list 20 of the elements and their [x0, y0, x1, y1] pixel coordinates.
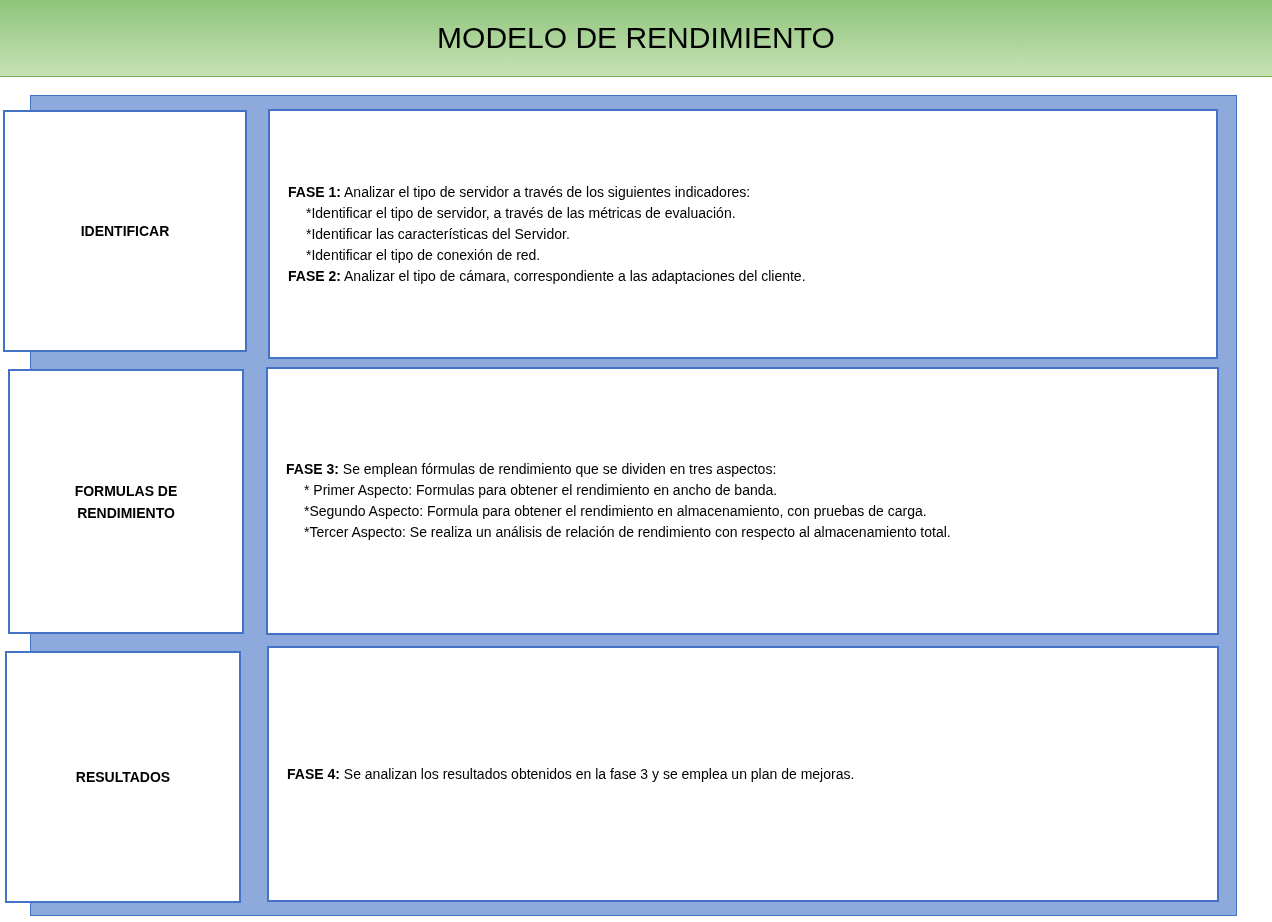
- bullet-text: *Identificar el tipo de conexión de red.: [305, 245, 542, 265]
- bullet-text: *Identificar el tipo de servidor, a través de las métricas de evaluación.: [305, 203, 737, 223]
- stage-label: IDENTIFICAR: [80, 222, 170, 241]
- description-box: [267, 646, 1219, 902]
- phase-text: FASE 4: Se analizan los resultados obtenidos en la fase 3 y se emplea un plan de mejoras.: [286, 764, 856, 784]
- bullet-text: *Segundo Aspecto: Formula para obtener el rendimiento en almacenamiento, con pruebas de carga.: [303, 502, 928, 521]
- bullet-text: *Tercer Aspecto: Se realiza un análisis de relación de rendimiento con respecto al almacenamiento total.: [303, 523, 952, 542]
- bullet-text: *Identificar las características del Servidor.: [305, 224, 571, 244]
- stage-label: FORMULAS DE RENDIMIENTO: [73, 481, 179, 523]
- phase-text: FASE 2: Analizar el tipo de cámara, correspondiente a las adaptaciones del cliente.: [287, 266, 807, 286]
- description-box: [268, 109, 1218, 359]
- stage-label: RESULTADOS: [75, 768, 171, 787]
- stage-box: [3, 110, 247, 352]
- phase-text: FASE 3: Se emplean fórmulas de rendimiento que se dividen en tres aspectos:: [285, 460, 778, 479]
- phase-text: FASE 1: Analizar el tipo de servidor a través de los siguientes indicadores:: [287, 182, 752, 202]
- bullet-text: * Primer Aspecto: Formulas para obtener el rendimiento en ancho de banda.: [303, 481, 779, 500]
- description-box: [266, 367, 1219, 635]
- title: MODELO DE RENDIMIENTO: [437, 21, 835, 55]
- stage-box: [8, 369, 244, 634]
- stage-box: [5, 651, 241, 903]
